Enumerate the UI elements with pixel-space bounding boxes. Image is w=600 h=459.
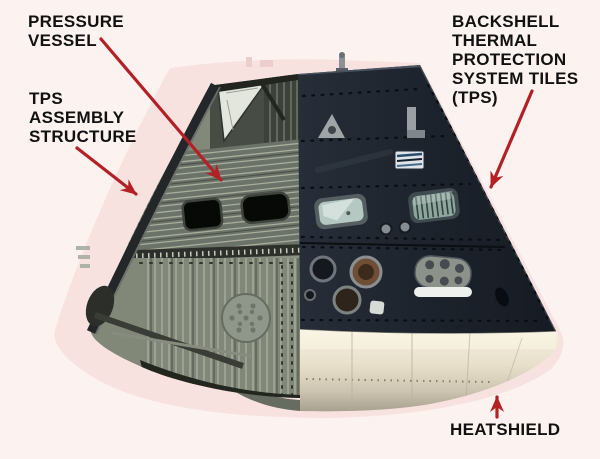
antenna-graphic bbox=[336, 52, 348, 73]
heatshield-label: HEATSHIELD bbox=[450, 420, 560, 439]
backshell-arrow bbox=[489, 89, 534, 189]
heatshield-structure-edge bbox=[205, 364, 300, 411]
pressure-vessel-arrow bbox=[99, 37, 223, 182]
backshell-label-line1: BACKSHELL bbox=[452, 12, 560, 31]
backshell-tiles-graphic bbox=[298, 65, 556, 334]
tps-assembly-structure-label: TPS ASSEMBLY STRUCTURE bbox=[29, 89, 137, 146]
heatshield-label-line1: HEATSHIELD bbox=[450, 420, 561, 439]
pressure-vessel-label-line1: PRESSURE bbox=[28, 12, 124, 31]
tps-assembly-label-line1: TPS bbox=[29, 89, 63, 108]
backshell-label-line2: THERMAL bbox=[452, 31, 538, 50]
pressure-vessel-label-line2: VESSEL bbox=[28, 31, 97, 50]
window-right bbox=[408, 187, 460, 224]
backshell-tps-label: BACKSHELL THERMAL PROTECTION SYSTEM TILE… bbox=[452, 12, 578, 107]
tps-assembly-arrow bbox=[75, 146, 138, 196]
heatshield-graphic bbox=[299, 328, 559, 412]
pressure-vessel-label: PRESSURE VESSEL bbox=[28, 12, 124, 50]
window-left bbox=[314, 193, 368, 230]
backshell-label-line4: SYSTEM TILES bbox=[452, 69, 579, 88]
backshell-label-line5: (TPS) bbox=[452, 88, 498, 107]
backshell-label-line3: PROTECTION bbox=[452, 50, 567, 69]
tps-assembly-label-line3: STRUCTURE bbox=[29, 127, 137, 146]
tps-assembly-label-line2: ASSEMBLY bbox=[29, 108, 125, 127]
tps-assembly-frame-graphic bbox=[76, 82, 252, 369]
